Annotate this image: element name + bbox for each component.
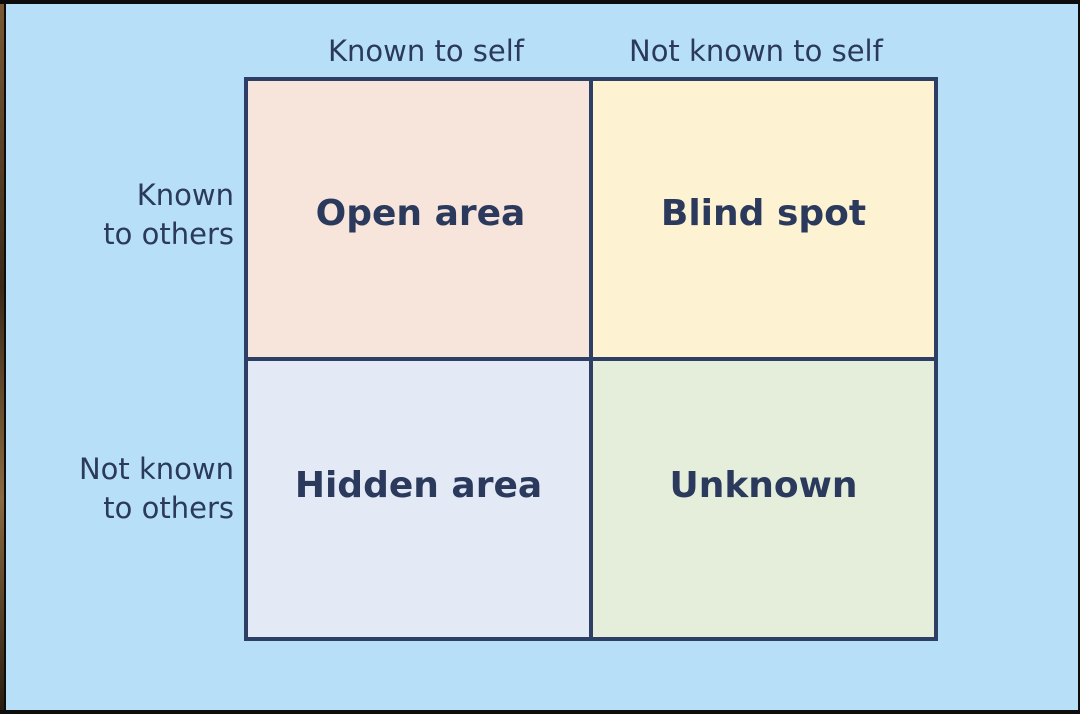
- row-label-line: to others: [103, 491, 234, 525]
- quadrant-label: Open area: [315, 192, 526, 234]
- row-label-line: to others: [103, 217, 234, 251]
- row-label-line: Not known: [78, 452, 234, 486]
- quadrant-hidden-area: Hidden area: [248, 359, 591, 637]
- quadrant-blind-spot: Blind spot: [591, 81, 934, 359]
- quadrant-label: Blind spot: [660, 192, 867, 234]
- row-label-line: Known: [136, 178, 234, 212]
- column-label-known-to-self: Known to self: [328, 34, 525, 68]
- quadrant-open-area: Open area: [248, 81, 591, 359]
- column-label-not-known-to-self: Not known to self: [629, 34, 883, 68]
- quadrant-label: Hidden area: [294, 464, 543, 506]
- quadrant-unknown: Unknown: [591, 359, 934, 637]
- row-label-not-known-to-others: Not known to others: [14, 450, 234, 528]
- quadrant-grid: Open area Blind spot Hidden area Unknown: [244, 77, 938, 641]
- quadrant-label: Unknown: [669, 464, 858, 506]
- row-label-known-to-others: Known to others: [14, 176, 234, 254]
